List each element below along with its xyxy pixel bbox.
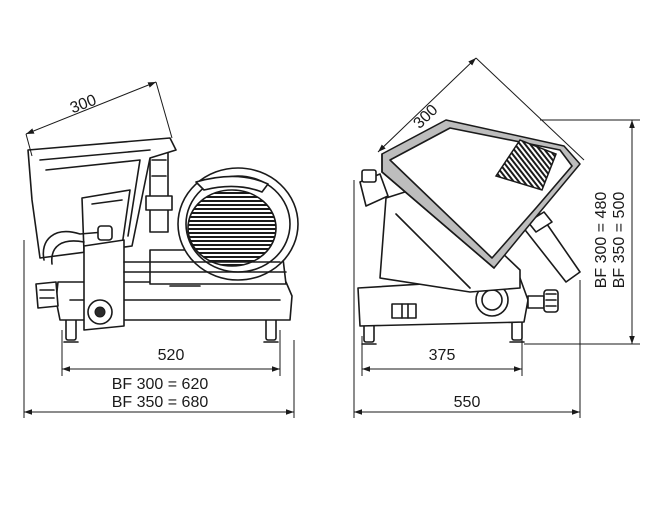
side-height-label-1: BF 300 = 480 (593, 192, 610, 289)
side-width-label: 375 (429, 347, 456, 364)
front-view-dimensions (23, 81, 295, 418)
side-height-label-2: BF 350 = 500 (611, 192, 628, 289)
front-depth-label: 300 (68, 92, 99, 117)
front-width-label: 520 (158, 347, 185, 364)
side-view-dimensions (353, 57, 640, 418)
front-total-label-1: BF 300 = 620 (112, 376, 209, 393)
front-view-slicer (27, 137, 299, 343)
side-total-label: 550 (454, 394, 481, 411)
side-view-slicer (357, 119, 581, 345)
front-total-label-2: BF 350 = 680 (112, 394, 209, 411)
